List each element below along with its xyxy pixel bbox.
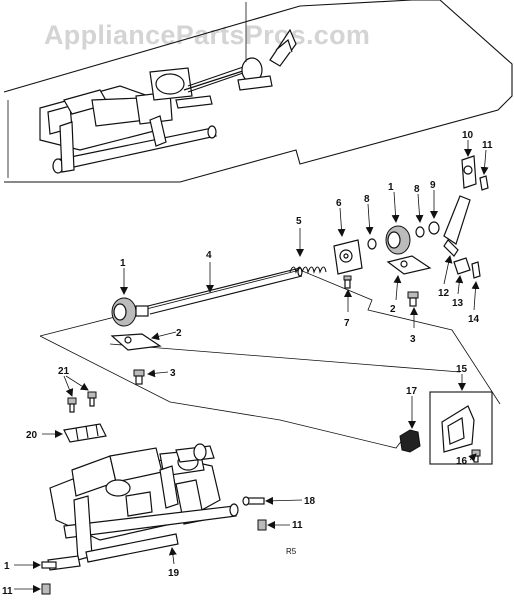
callout-13: 13 xyxy=(452,298,464,309)
pin xyxy=(242,496,265,506)
lever xyxy=(461,155,477,189)
callout-3-right: 3 xyxy=(410,334,416,345)
set-screw-lower xyxy=(257,519,267,531)
callout-9: 9 xyxy=(430,180,436,191)
lever-screw xyxy=(479,175,489,191)
plate-screws xyxy=(67,391,97,413)
callout-11-bottom: 11 xyxy=(2,586,13,597)
presser-plate xyxy=(63,423,107,443)
top-assembled-mechanism xyxy=(39,28,297,174)
callout-labels: 1 1 2 2 3 3 4 5 6 7 8 8 9 10 11 11 11 12… xyxy=(2,130,493,597)
callout-16: 16 xyxy=(456,456,468,467)
diagram-code: R5 xyxy=(286,547,297,556)
fork-arm xyxy=(443,195,471,245)
exploded-view-boundary xyxy=(39,269,501,449)
bushing-bracket-left xyxy=(110,333,162,351)
nut xyxy=(399,429,421,453)
callout-5: 5 xyxy=(296,216,302,227)
callout-7: 7 xyxy=(344,318,350,329)
callout-3-left: 3 xyxy=(170,368,176,379)
callout-2-left: 2 xyxy=(176,328,182,339)
fork-tip xyxy=(443,239,459,257)
rock-shaft xyxy=(147,267,303,315)
callout-11-mid: 11 xyxy=(292,520,303,531)
screw-right xyxy=(407,291,419,307)
watermark: AppliancePartsPros.com xyxy=(44,20,370,50)
callout-15: 15 xyxy=(456,364,468,375)
callout-8-mid: 8 xyxy=(364,194,370,205)
bracket-hole-right xyxy=(400,260,408,268)
callout-8-right: 8 xyxy=(414,184,420,195)
callout-18: 18 xyxy=(304,496,316,507)
exploded-view-boundary-lower xyxy=(109,343,461,373)
bracket-hole-left xyxy=(124,336,132,344)
callout-4: 4 xyxy=(206,250,212,261)
washer-2 xyxy=(415,226,425,238)
callout-11-top: 11 xyxy=(482,140,493,151)
callout-1-mid: 1 xyxy=(388,182,394,193)
set-screw-lower-left xyxy=(41,583,51,595)
callout-21: 21 xyxy=(58,366,70,377)
callout-6: 6 xyxy=(336,198,342,209)
washer-1 xyxy=(367,238,377,250)
callout-19: 19 xyxy=(168,568,180,579)
bushing-bracket-right xyxy=(386,255,432,275)
callout-10: 10 xyxy=(462,130,474,141)
callout-8-bottom: 1 xyxy=(4,561,10,572)
callout-17: 17 xyxy=(406,386,418,397)
shaft-bushing-left xyxy=(111,297,149,327)
collar xyxy=(428,221,440,235)
inset-screw xyxy=(471,449,481,463)
crank xyxy=(333,239,363,275)
washer-lower xyxy=(41,561,57,569)
inset-guide-slot xyxy=(447,417,465,445)
lower-assembly xyxy=(47,443,239,571)
screw-left xyxy=(133,369,145,385)
spring xyxy=(289,266,327,274)
callout-14: 14 xyxy=(468,314,480,325)
callout-2-right: 2 xyxy=(390,304,396,315)
crank-screw xyxy=(343,275,352,289)
callout-12: 12 xyxy=(438,288,450,299)
fork-block xyxy=(453,257,471,275)
callout-1-left: 1 xyxy=(120,258,126,269)
inset-box xyxy=(429,391,493,465)
fork-screw xyxy=(471,261,481,279)
machine-bed-outline xyxy=(3,0,513,183)
callout-20: 20 xyxy=(26,430,38,441)
shaft-bushing-right xyxy=(385,225,411,255)
leader-arrows xyxy=(14,140,489,593)
